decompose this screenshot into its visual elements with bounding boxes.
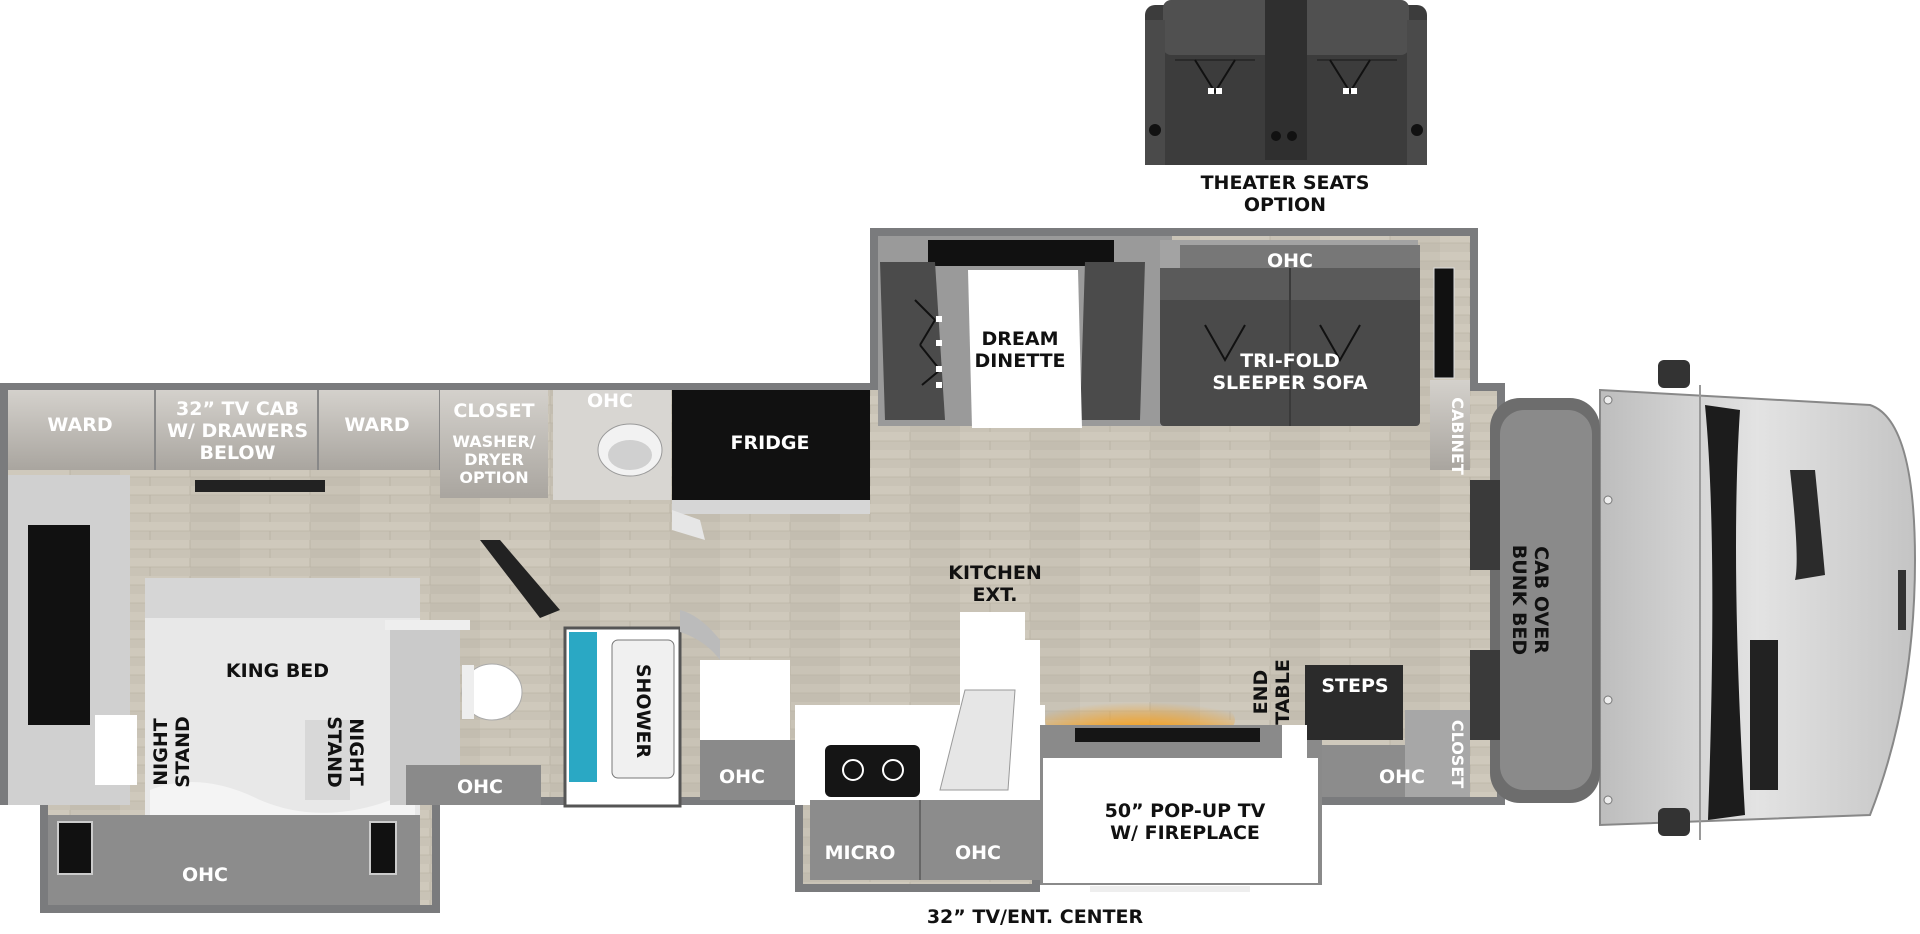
tv-fireplace-line2: W/ FIREPLACE — [1110, 822, 1260, 844]
ohc-slide-label: OHC — [1267, 250, 1313, 272]
kitchen-sink — [939, 689, 1016, 791]
end-table-label: END TABLE — [1250, 652, 1294, 732]
tv-fireplace-line1: 50” POP-UP TV — [1104, 800, 1266, 822]
cooktop — [825, 745, 920, 797]
ohc-bedroom-label: OHC — [182, 864, 228, 886]
nightstand-left-label: NIGHT STAND — [150, 712, 194, 792]
sofa-line1: TRI-FOLD — [1240, 350, 1340, 372]
end-table-line2: TABLE — [1272, 659, 1294, 725]
closet-label: CLOSET — [453, 400, 535, 422]
tv-fireplace-label: 50” POP-UP TV W/ FIREPLACE — [1080, 800, 1290, 844]
end-table-line1: END — [1250, 669, 1272, 715]
theater-seats-label: THEATER SEATS OPTION — [1190, 172, 1380, 216]
washer-line1: WASHER/ — [452, 432, 536, 451]
tv-cab-line3: BELOW — [199, 442, 276, 464]
micro-label: MICRO — [824, 842, 896, 864]
washer-dryer-label: WASHER/ DRYER OPTION — [440, 433, 548, 487]
washer-line2: DRYER — [464, 450, 524, 469]
ward-left-label: WARD — [47, 414, 113, 436]
fridge-label: FRIDGE — [730, 432, 810, 454]
ohc-bath-label: OHC — [457, 776, 503, 798]
tv-cab-label: 32” TV CAB W/ DRAWERS BELOW — [150, 398, 325, 464]
fridge-unit — [672, 390, 870, 500]
sofa-label: TRI-FOLD SLEEPER SOFA — [1195, 350, 1385, 394]
bedroom-door — [480, 540, 560, 618]
dinette-line2: DINETTE — [974, 350, 1066, 372]
ohc-micro-label: OHC — [955, 842, 1001, 864]
ohc-galley-label: OHC — [719, 766, 765, 788]
nightstand-left-line1: NIGHT — [150, 718, 172, 786]
pop-up-tv — [1043, 758, 1318, 883]
cabinet-label: CABINET — [1448, 397, 1467, 475]
kitchen-ext-label: KITCHEN EXT. — [935, 562, 1055, 606]
sofa-line2: SLEEPER SOFA — [1212, 372, 1368, 394]
theater-seats-option — [1145, 0, 1427, 165]
dinette-label: DREAM DINETTE — [960, 328, 1080, 372]
theater-seats-line1: THEATER SEATS — [1200, 172, 1370, 194]
ward-right-label: WARD — [344, 414, 410, 436]
bunk-line2: BUNK BED — [1508, 544, 1530, 656]
tv-cab-line1: 32” TV CAB — [176, 398, 299, 420]
entry-steps — [1305, 665, 1403, 740]
bunk-line1: CAB OVER — [1530, 546, 1552, 654]
kitchen-ext-line1: KITCHEN — [948, 562, 1042, 584]
truck-cab — [1599, 360, 1917, 840]
steps-label: STEPS — [1321, 675, 1389, 697]
nightstand-left-line2: STAND — [172, 716, 194, 788]
bunk-label: CAB OVER BUNK BED — [1508, 540, 1552, 660]
tv-ent-center-label: 32” TV/ENT. CENTER — [926, 906, 1144, 928]
kitchen-ext-line2: EXT. — [972, 584, 1018, 606]
dinette-line1: DREAM — [981, 328, 1059, 350]
nightstand-right-line2: STAND — [323, 716, 345, 788]
theater-seats-line2: OPTION — [1243, 194, 1327, 216]
tv-cab-line2: W/ DRAWERS — [166, 420, 308, 442]
nightstand-right-line1: NIGHT — [345, 718, 367, 786]
washer-line3: OPTION — [459, 468, 529, 487]
shower-label: SHOWER — [632, 663, 654, 759]
king-bed-label: KING BED — [225, 660, 330, 682]
closet-front-label: CLOSET — [1448, 719, 1467, 789]
nightstand-right-label: NIGHT STAND — [323, 712, 367, 792]
bedroom-tv — [28, 525, 90, 725]
ohc-front-label: OHC — [1379, 766, 1425, 788]
ohc-bath-top-label: OHC — [587, 390, 633, 412]
